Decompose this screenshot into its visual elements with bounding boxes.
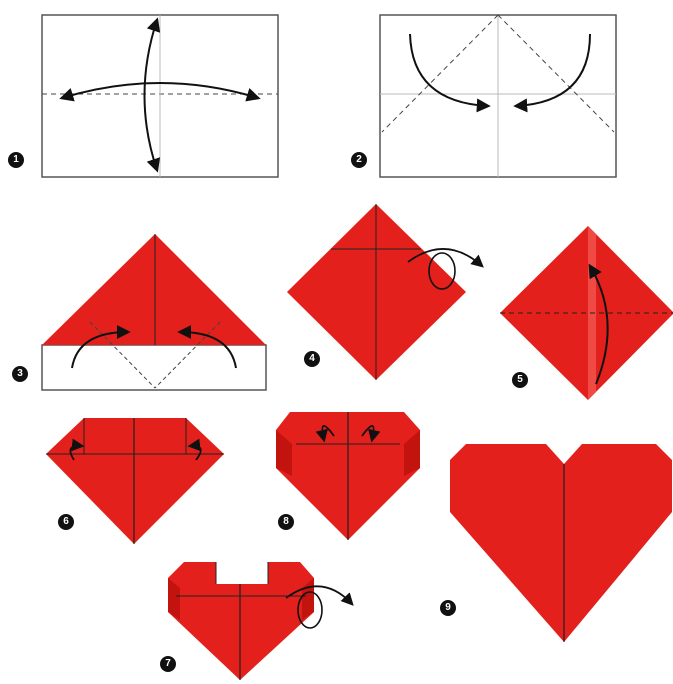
- red-gem-shape: [46, 418, 224, 544]
- left-top-arrow: [315, 425, 335, 443]
- red-heart-final: [450, 444, 672, 642]
- right-fold-arrow: [513, 33, 591, 113]
- step-number-badge: 6: [58, 514, 74, 530]
- step-4-diagram: [287, 204, 484, 380]
- left-fold-line: [89, 321, 156, 389]
- step-number-badge: 1: [8, 152, 24, 168]
- right-top-arrow: [361, 425, 381, 443]
- step-2-diagram: [379, 14, 617, 178]
- step-number-badge: 2: [351, 152, 367, 168]
- step-number-badge: 4: [304, 351, 320, 367]
- step-number-badge: 3: [12, 366, 28, 382]
- red-triangle: [42, 234, 266, 345]
- left-folded-flap: [168, 578, 180, 620]
- vertical-fold-arrow: [143, 17, 161, 173]
- turn-over-loop: [297, 591, 323, 629]
- step-7-diagram: [168, 562, 354, 680]
- step-5-diagram: [500, 226, 673, 400]
- turn-over-arrow: [407, 248, 484, 268]
- red-heart-shape: [168, 562, 314, 680]
- right-fold-line: [154, 321, 221, 389]
- right-diagonal-fold-line: [497, 14, 615, 133]
- fold-up-arrow: [588, 263, 609, 385]
- left-corner-arrow: [69, 438, 85, 461]
- right-corner-arrow: [187, 438, 202, 461]
- left-fold-arrow: [71, 325, 131, 369]
- left-diagonal-fold-line: [381, 14, 499, 133]
- step-6-diagram: [46, 418, 224, 544]
- step-9-diagram: [450, 444, 672, 642]
- left-folded-flap: [276, 430, 292, 476]
- red-diamond: [500, 226, 673, 400]
- left-fold-arrow: [409, 33, 491, 113]
- step-8-diagram: [276, 412, 420, 540]
- turn-over-loop: [428, 252, 456, 290]
- right-folded-flap: [404, 430, 420, 476]
- step-number-badge: 8: [278, 514, 294, 530]
- right-fold-arrow: [177, 325, 237, 369]
- turn-over-arrow: [285, 585, 354, 606]
- paper-bottom-strip: [41, 344, 267, 391]
- step-number-badge: 9: [440, 600, 456, 616]
- step-number-badge: 7: [160, 656, 176, 672]
- step-1-diagram: [41, 14, 279, 178]
- step-3-diagram: [41, 234, 267, 391]
- step-number-badge: 5: [512, 372, 528, 388]
